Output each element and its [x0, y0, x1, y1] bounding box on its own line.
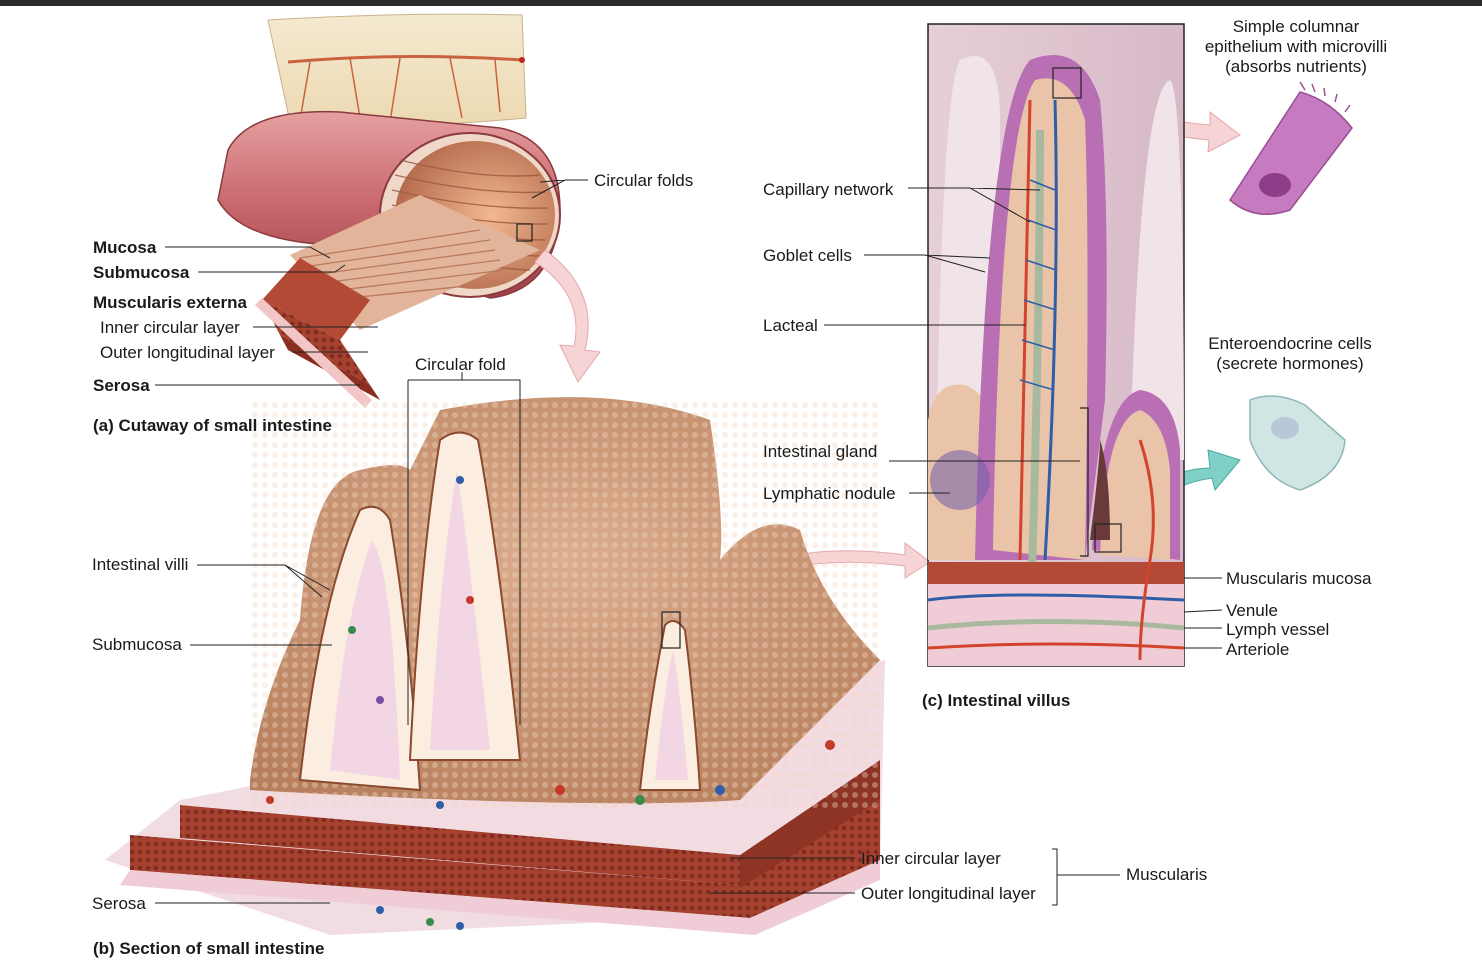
- label-submucosa-a: Submucosa: [93, 263, 190, 282]
- label-intestinal-gland: Intestinal gland: [763, 442, 878, 461]
- label-submucosa-b: Submucosa: [92, 635, 182, 654]
- label-intestinal-villi: Intestinal villi: [92, 555, 189, 574]
- simple-columnar-line-2: epithelium with microvilli: [1204, 37, 1388, 56]
- label-circular-folds: Circular folds: [594, 171, 694, 190]
- caption-c: (c) Intestinal villus: [922, 691, 1071, 710]
- submucosa-vessels: [266, 476, 835, 930]
- cutaway-tube: [217, 13, 561, 408]
- label-outer-longitudinal-b: Outer longitudinal layer: [861, 884, 1036, 903]
- simple-columnar-line-3: (absorbs nutrients): [1225, 57, 1367, 76]
- arrow-a-to-b: [534, 249, 601, 383]
- label-enteroendocrine: Enteroendocrine cells (secrete hormones): [1196, 334, 1384, 374]
- enteroendocrine-line-2: (secrete hormones): [1216, 354, 1364, 373]
- simple-columnar-line-1: Simple columnar: [1232, 17, 1360, 36]
- enteroendocrine-line-1: Enteroendocrine cells: [1208, 334, 1372, 353]
- label-lacteal: Lacteal: [763, 316, 818, 335]
- label-serosa-b: Serosa: [92, 894, 146, 913]
- top-border: [0, 0, 1482, 6]
- label-muscularis-mucosa: Muscularis mucosa: [1226, 569, 1372, 588]
- villus-panel: [927, 23, 1185, 667]
- caption-a: (a) Cutaway of small intestine: [93, 416, 332, 435]
- label-lymph-vessel: Lymph vessel: [1226, 620, 1330, 639]
- label-mucosa: Mucosa: [93, 238, 157, 257]
- label-inner-circular-a: Inner circular layer: [100, 318, 240, 337]
- label-goblet-cells: Goblet cells: [763, 246, 852, 265]
- leader-lines: [155, 179, 1223, 906]
- label-lymphatic-nodule: Lymphatic nodule: [763, 484, 896, 503]
- section-block: [105, 397, 885, 935]
- label-muscularis: Muscularis: [1126, 865, 1208, 884]
- label-venule: Venule: [1226, 601, 1278, 620]
- caption-b: (b) Section of small intestine: [93, 939, 325, 958]
- label-serosa-a: Serosa: [93, 376, 150, 395]
- label-outer-longitudinal-a: Outer longitudinal layer: [100, 343, 275, 362]
- label-inner-circular-b: Inner circular layer: [861, 849, 1001, 868]
- label-arteriole: Arteriole: [1226, 640, 1290, 659]
- label-capillary-network: Capillary network: [763, 180, 894, 199]
- enteroendocrine-cell: [1249, 395, 1346, 491]
- label-muscularis-externa: Muscularis externa: [93, 293, 248, 312]
- columnar-cell: [1229, 81, 1353, 215]
- label-circular-fold: Circular fold: [415, 355, 506, 374]
- label-simple-columnar: Simple columnar epithelium with microvil…: [1196, 17, 1396, 77]
